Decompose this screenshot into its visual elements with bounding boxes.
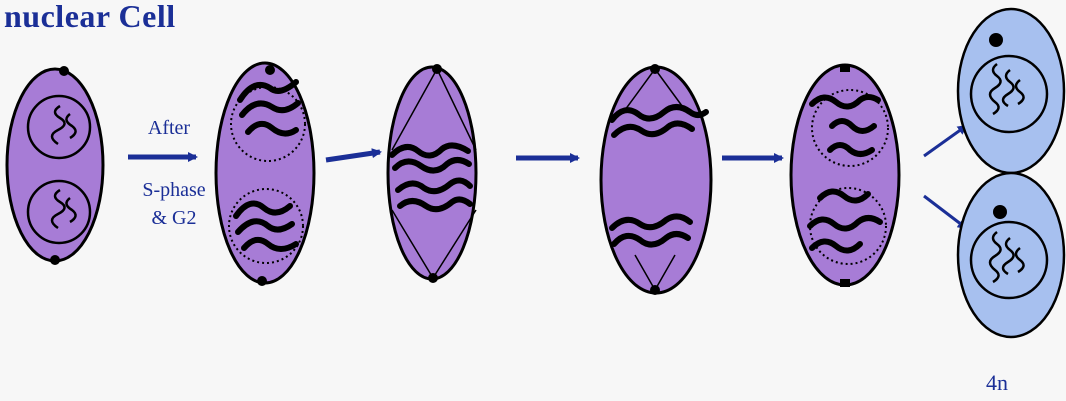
- daughter-cell-bottom: [958, 173, 1064, 337]
- cell-telophase: [791, 64, 899, 287]
- centrosome-bottom: [257, 276, 267, 286]
- centrosome-bottom: [50, 255, 60, 265]
- ploidy-label: 4n: [986, 370, 1008, 396]
- centrosome: [993, 205, 1007, 219]
- arrow-to-daughter-top: [924, 126, 966, 156]
- arrow-label-g2: & G2: [128, 205, 220, 232]
- cell-binucleate: [7, 66, 103, 265]
- centrosome-top: [840, 64, 850, 72]
- centrosome-top: [59, 66, 69, 76]
- arrow-label-sphase: S-phase: [128, 177, 220, 204]
- centrosome: [989, 33, 1003, 47]
- daughter-cell-top: [958, 9, 1064, 173]
- centrosome-bottom: [840, 279, 850, 287]
- centrosome-top: [265, 65, 275, 75]
- cell-prophase: [216, 63, 314, 286]
- arrow-label-after: After: [134, 115, 204, 142]
- cell-anaphase: [601, 64, 711, 295]
- arrow-2: [326, 152, 380, 160]
- cell-metaphase: [388, 64, 476, 283]
- arrow-to-daughter-bottom: [924, 196, 966, 228]
